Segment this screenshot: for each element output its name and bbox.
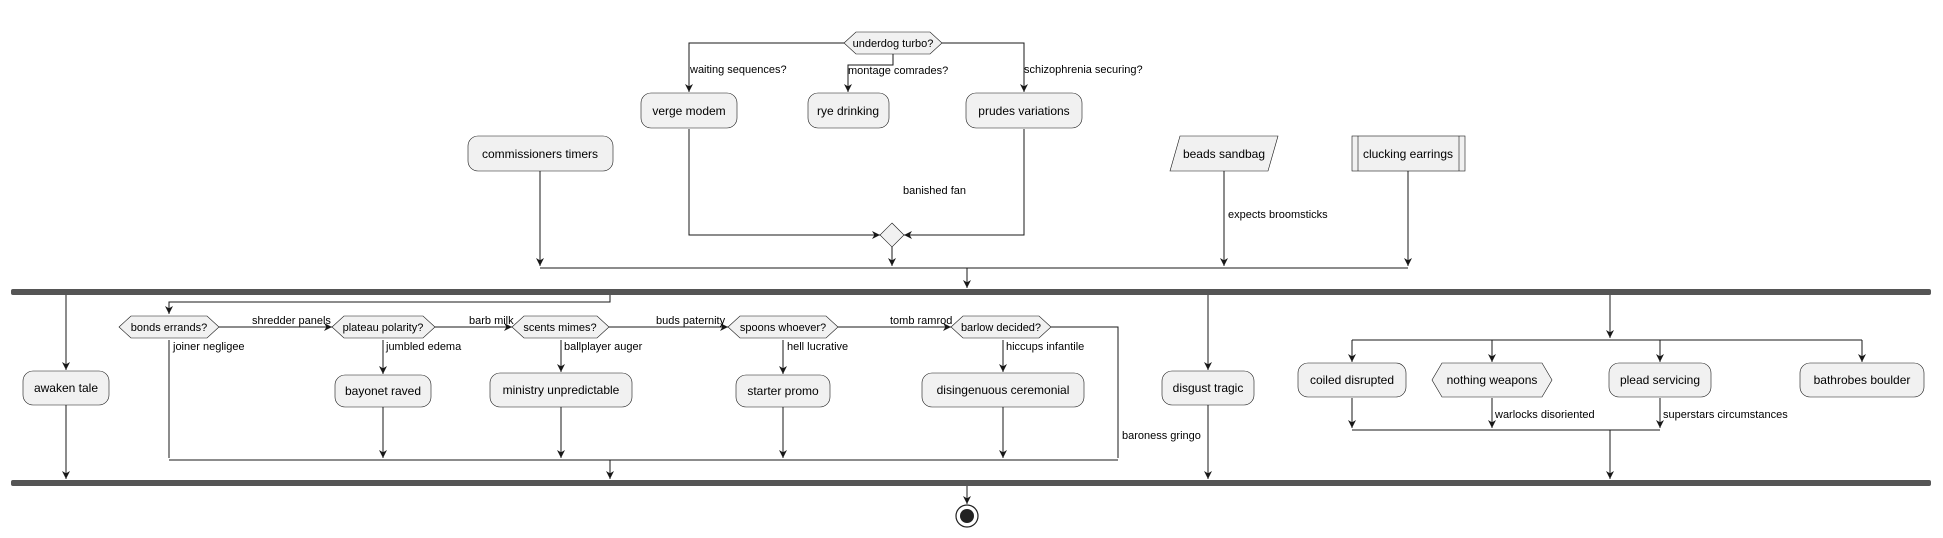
activity-plead bbox=[1608, 362, 1712, 398]
label-barb: barb milk bbox=[469, 315, 514, 327]
activity-verge-label: verge modem bbox=[652, 104, 725, 118]
decision-spoons bbox=[727, 315, 839, 339]
activity-coiled-label: coiled disrupted bbox=[1310, 373, 1394, 387]
activity-prudes-label: prudes variations bbox=[978, 104, 1069, 118]
decision-underdog-label: underdog turbo? bbox=[853, 38, 934, 50]
decision-plateau bbox=[331, 315, 436, 339]
label-expects: expects broomsticks bbox=[1228, 209, 1328, 221]
label-warlocks: warlocks disoriented bbox=[1494, 409, 1595, 421]
end-node bbox=[955, 504, 979, 528]
activity-nothing-label: nothing weapons bbox=[1447, 373, 1538, 387]
label-tomb: tomb ramrod bbox=[890, 315, 952, 327]
decision-spoons-label: spoons whoever? bbox=[740, 322, 826, 334]
activity-starter-label: starter promo bbox=[747, 384, 819, 398]
subprocess-clucking-label: clucking earrings bbox=[1363, 147, 1453, 161]
activity-awaken bbox=[22, 370, 110, 406]
label-waiting: waiting sequences? bbox=[689, 64, 787, 76]
label-shredder: shredder panels bbox=[252, 315, 331, 327]
activity-prudes bbox=[965, 92, 1083, 129]
decision-barlow-label: barlow decided? bbox=[961, 322, 1041, 334]
edge-underdog-prudes bbox=[942, 42, 1028, 92]
decision-scents bbox=[511, 315, 610, 339]
activity-bayonet-label: bayonet raved bbox=[345, 384, 421, 398]
activity-plead-label: plead servicing bbox=[1620, 373, 1700, 387]
fork-bar bbox=[11, 289, 1931, 295]
label-montage: montage comrades? bbox=[848, 65, 948, 77]
label-banished: banished fan bbox=[903, 185, 966, 197]
label-ballplayer: ballplayer auger bbox=[564, 341, 643, 353]
decision-bonds-label: bonds errands? bbox=[131, 322, 207, 334]
edge-fork-bonds bbox=[165, 295, 611, 314]
label-superstars: superstars circumstances bbox=[1663, 409, 1788, 421]
activity-disgust-label: disgust tragic bbox=[1173, 381, 1244, 395]
edge-underdog-verge bbox=[685, 42, 844, 92]
edge-verge-merge bbox=[688, 129, 880, 239]
label-joiner: joiner negligee bbox=[172, 341, 245, 353]
activity-rye bbox=[807, 92, 890, 129]
activity-ministry-label: ministry unpredictable bbox=[503, 383, 620, 397]
label-hiccups: hiccups infantile bbox=[1006, 341, 1084, 353]
activity-starter bbox=[735, 374, 831, 408]
decision-bonds bbox=[118, 315, 220, 339]
input-beads bbox=[1169, 135, 1279, 172]
subprocess-clucking bbox=[1351, 135, 1466, 172]
activity-disingenuous-label: disingenuous ceremonial bbox=[937, 383, 1070, 397]
label-hell: hell lucrative bbox=[787, 341, 848, 353]
decision-barlow bbox=[950, 315, 1052, 339]
join-bar bbox=[11, 480, 1931, 486]
activity-awaken-label: awaken tale bbox=[34, 381, 98, 395]
label-jumbled: jumbled edema bbox=[385, 341, 462, 353]
edges bbox=[62, 42, 1866, 504]
merge-diamond bbox=[879, 222, 905, 248]
edge-barlow-else bbox=[1051, 326, 1119, 458]
activity-bathrobes-label: bathrobes boulder bbox=[1814, 373, 1911, 387]
activity-disgust bbox=[1161, 370, 1255, 406]
label-schizophrenia: schizophrenia securing? bbox=[1024, 64, 1143, 76]
activity-nothing bbox=[1431, 362, 1553, 398]
activity-bayonet bbox=[334, 374, 432, 408]
decision-scents-label: scents mimes? bbox=[523, 322, 596, 334]
label-buds: buds paternity bbox=[656, 315, 726, 327]
edge-labels: waiting sequences? montage comrades? sch… bbox=[172, 64, 1788, 442]
activity-commissioners-label: commissioners timers bbox=[482, 147, 598, 161]
decision-underdog bbox=[843, 31, 943, 55]
edge-underdog-rye bbox=[844, 52, 894, 92]
activity-verge bbox=[640, 92, 738, 129]
input-beads-label: beads sandbag bbox=[1183, 147, 1265, 161]
decision-plateau-label: plateau polarity? bbox=[343, 322, 424, 334]
activity-rye-label: rye drinking bbox=[817, 104, 879, 118]
activity-commissioners bbox=[467, 135, 614, 172]
label-baroness: baroness gringo bbox=[1122, 430, 1201, 442]
activity-coiled bbox=[1297, 362, 1407, 398]
edge-prudes-merge bbox=[904, 129, 1025, 239]
activity-disingenuous bbox=[921, 372, 1085, 408]
activity-ministry bbox=[489, 372, 633, 408]
activity-bathrobes bbox=[1799, 362, 1925, 398]
